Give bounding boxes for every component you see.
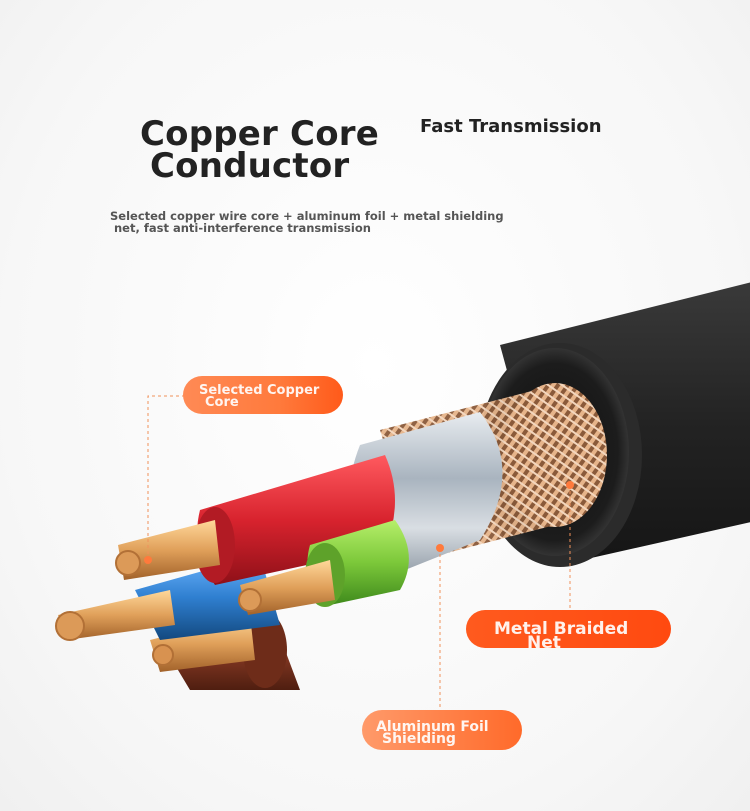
tagline: Fast Transmission [420,116,602,137]
callout-foil-shield-line-1: Aluminum Foil [376,719,489,735]
callout-copper-core-line-2: Core [205,395,239,410]
description: Selected copper wire core + aluminum foi… [110,210,530,234]
callout-foil-shield-line-2: Shielding [382,731,456,747]
description-line-1: Selected copper wire core + aluminum foi… [110,209,504,223]
description-line-2: net, fast anti-interference transmission [114,221,371,235]
headline-line-1: Copper Core [140,114,379,154]
callout-braided-net: Metal Braided Net [466,610,671,653]
callout-copper-core: Selected Copper Core [183,376,343,414]
callout-foil-shield: Aluminum Foil Shielding [362,710,522,750]
callout-copper-core-line-1: Selected Copper [199,383,320,398]
callout-braided-net-line-1: Metal Braided [494,619,629,639]
callout-braided-net-line-2: Net [527,633,561,653]
headline-line-2: Conductor [150,146,350,186]
headline: Copper Core Conductor [140,117,379,186]
